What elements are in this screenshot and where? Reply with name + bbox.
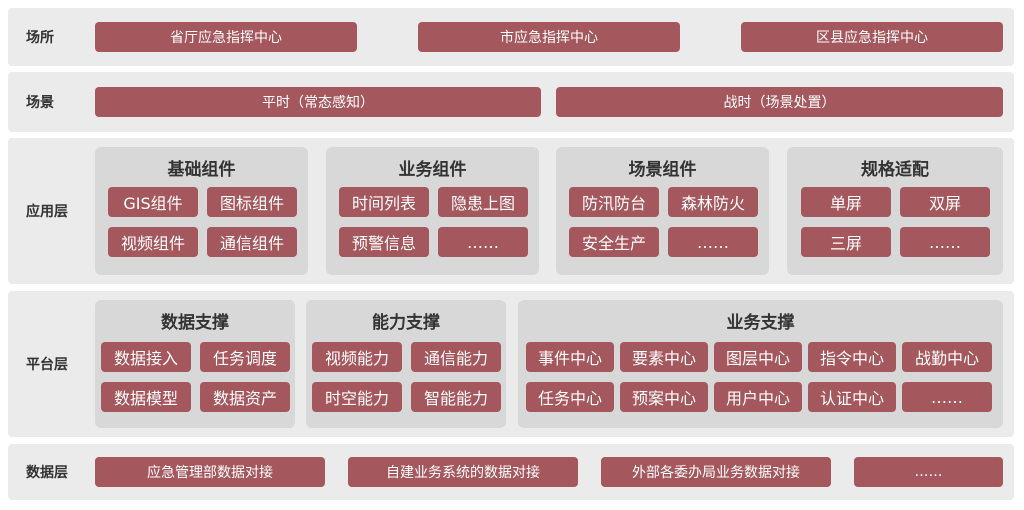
- platform-business-item[interactable]: 任务中心: [526, 382, 614, 412]
- platform-business-item[interactable]: 预案中心: [620, 382, 708, 412]
- app-business-item[interactable]: ……: [438, 227, 528, 257]
- platform-group-business: 业务支撑 事件中心 要素中心 图层中心 指令中心 战勤中心 任务中心 预案中心 …: [518, 300, 1003, 428]
- app-basic-item[interactable]: GIS组件: [108, 187, 198, 217]
- platform-business-item[interactable]: 指令中心: [808, 342, 896, 372]
- app-basic-item[interactable]: 视频组件: [108, 227, 198, 257]
- app-business-item[interactable]: 预警信息: [339, 227, 429, 257]
- platform-group-capability: 能力支撑 视频能力 通信能力 时空能力 智能能力: [306, 300, 506, 428]
- app-scene-item[interactable]: ……: [668, 227, 758, 257]
- platform-business-item[interactable]: 图层中心: [714, 342, 802, 372]
- platform-layer-label: 平台层: [26, 357, 68, 373]
- venue-row: 场所 省厅应急指挥中心 市应急指挥中心 区县应急指挥中心: [8, 8, 1014, 66]
- app-group-spec-title: 规格适配: [861, 160, 929, 180]
- app-layer-row: 应用层 基础组件 GIS组件 图标组件 视频组件 通信组件 业务组件 时间列表 …: [8, 138, 1014, 284]
- platform-business-item[interactable]: 事件中心: [526, 342, 614, 372]
- venue-item-provincial[interactable]: 省厅应急指挥中心: [95, 22, 357, 52]
- platform-business-item[interactable]: 战勤中心: [902, 342, 992, 372]
- platform-capability-item[interactable]: 通信能力: [411, 342, 501, 372]
- platform-group-capability-title: 能力支撑: [372, 313, 440, 333]
- data-item-ministry[interactable]: 应急管理部数据对接: [95, 457, 325, 487]
- platform-group-business-title: 业务支撑: [726, 313, 795, 333]
- data-item-self-built[interactable]: 自建业务系统的数据对接: [348, 457, 578, 487]
- platform-business-item[interactable]: ……: [902, 382, 992, 412]
- app-business-item[interactable]: 隐患上图: [438, 187, 528, 217]
- app-spec-item[interactable]: 双屏: [900, 187, 990, 217]
- scene-item-wartime[interactable]: 战时（场景处置）: [556, 87, 1003, 117]
- platform-business-item[interactable]: 要素中心: [620, 342, 708, 372]
- app-basic-item[interactable]: 图标组件: [207, 187, 297, 217]
- platform-layer-row: 平台层 数据支撑 数据接入 任务调度 数据模型 数据资产 能力支撑 视频能力 通…: [8, 291, 1014, 437]
- platform-data-item[interactable]: 任务调度: [200, 342, 290, 372]
- platform-capability-item[interactable]: 智能能力: [411, 382, 501, 412]
- app-spec-item[interactable]: ……: [900, 227, 990, 257]
- data-item-more[interactable]: ……: [854, 457, 1003, 487]
- data-item-external[interactable]: 外部各委办局业务数据对接: [601, 457, 831, 487]
- platform-data-item[interactable]: 数据接入: [101, 342, 191, 372]
- app-layer-label: 应用层: [26, 204, 68, 220]
- platform-business-item[interactable]: 用户中心: [714, 382, 802, 412]
- data-layer-label: 数据层: [26, 465, 68, 481]
- app-scene-item[interactable]: 防汛防台: [569, 187, 659, 217]
- venue-item-county[interactable]: 区县应急指挥中心: [741, 22, 1003, 52]
- platform-group-data: 数据支撑 数据接入 任务调度 数据模型 数据资产: [95, 300, 295, 428]
- scene-row-label: 场景: [26, 95, 54, 111]
- platform-group-data-title: 数据支撑: [161, 313, 229, 333]
- platform-data-item[interactable]: 数据资产: [200, 382, 290, 412]
- app-basic-item[interactable]: 通信组件: [207, 227, 297, 257]
- platform-capability-item[interactable]: 视频能力: [312, 342, 402, 372]
- app-group-business-title: 业务组件: [398, 160, 467, 180]
- scene-row: 场景 平时（常态感知） 战时（场景处置）: [8, 72, 1014, 132]
- app-group-business: 业务组件 时间列表 隐患上图 预警信息 ……: [326, 147, 539, 275]
- data-layer-row: 数据层 应急管理部数据对接 自建业务系统的数据对接 外部各委办局业务数据对接 ……: [8, 444, 1014, 500]
- app-group-basic: 基础组件 GIS组件 图标组件 视频组件 通信组件: [95, 147, 308, 275]
- app-group-scene: 场景组件 防汛防台 森林防火 安全生产 ……: [556, 147, 769, 275]
- platform-data-item[interactable]: 数据模型: [101, 382, 191, 412]
- platform-business-item[interactable]: 认证中心: [808, 382, 896, 412]
- scene-item-peacetime[interactable]: 平时（常态感知）: [95, 87, 541, 117]
- app-scene-item[interactable]: 安全生产: [569, 227, 659, 257]
- app-group-spec: 规格适配 单屏 双屏 三屏 ……: [787, 147, 1003, 275]
- venue-item-city[interactable]: 市应急指挥中心: [418, 22, 680, 52]
- venue-row-label: 场所: [26, 30, 54, 46]
- platform-capability-item[interactable]: 时空能力: [312, 382, 402, 412]
- app-group-basic-title: 基础组件: [167, 160, 236, 180]
- app-group-scene-title: 场景组件: [628, 160, 697, 180]
- app-scene-item[interactable]: 森林防火: [668, 187, 758, 217]
- app-business-item[interactable]: 时间列表: [339, 187, 429, 217]
- app-spec-item[interactable]: 三屏: [801, 227, 891, 257]
- app-spec-item[interactable]: 单屏: [801, 187, 891, 217]
